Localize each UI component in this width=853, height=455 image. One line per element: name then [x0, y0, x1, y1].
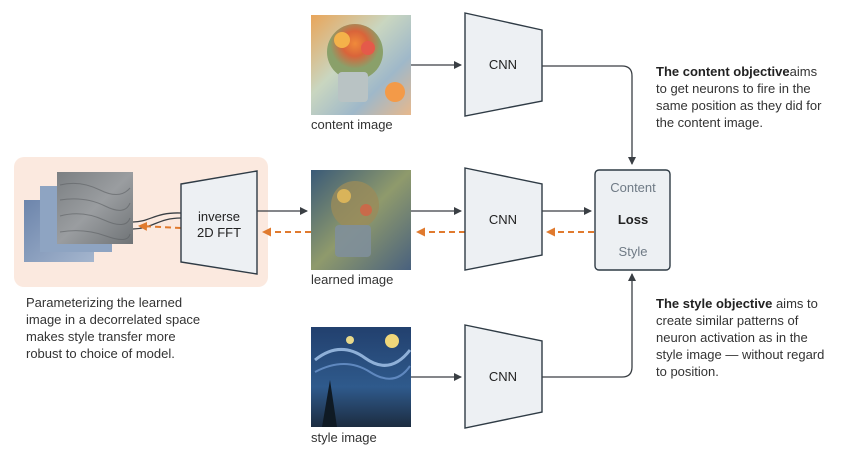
loss-style-label: Style — [618, 244, 648, 259]
param-note-line2: image in a decorrelated space — [26, 312, 201, 327]
cnn-box-bottom — [464, 324, 543, 429]
style-objective-note: The style objective aims to create simil… — [656, 295, 846, 380]
style-objective-line1-rest: aims to — [775, 296, 818, 311]
fft-backprop-arrow — [138, 221, 182, 231]
content-objective-bold: The content objective — [656, 64, 790, 79]
cnn-label-middle: CNN — [488, 212, 518, 227]
content-cnn-to-loss-arrow — [542, 65, 636, 165]
loss-label: Loss — [617, 212, 649, 227]
content-objective-note: The content objectiveaims to get neurons… — [656, 63, 846, 131]
fft-label-line2: 2D FFT — [196, 225, 242, 240]
cnn-label-bottom: CNN — [488, 369, 518, 384]
style-objective-line5: to position. — [656, 364, 719, 379]
learned-image-caption: learned image — [311, 272, 394, 287]
style-objective-bold: The style objective — [656, 296, 773, 311]
param-note-line1: Parameterizing the learned — [26, 295, 183, 310]
stack-connector-1 — [132, 212, 182, 223]
content-objective-line1-rest: aims — [789, 64, 818, 79]
cnn-label-top: CNN — [488, 57, 518, 72]
style-image — [311, 327, 412, 427]
frequency-image-stack — [24, 172, 133, 262]
learned-image — [311, 170, 411, 270]
style-cnn-to-loss-arrow — [542, 273, 636, 378]
fft-label-line1: inverse — [198, 209, 240, 224]
style-objective-line2: create similar patterns of — [656, 313, 799, 328]
content-objective-line2: to get neurons to fire in the — [656, 81, 811, 96]
content-image — [311, 15, 411, 115]
inverse-fft-box — [180, 170, 258, 275]
cnn-box-top — [464, 12, 543, 117]
content-image-caption: content image — [311, 117, 393, 132]
stack-connector-2 — [132, 217, 182, 230]
loss-box — [594, 169, 671, 271]
content-objective-line3: same position as they did for — [656, 98, 822, 113]
style-objective-line3: neuron activation as in the — [656, 330, 808, 345]
style-objective-line4: style image — without regard — [656, 347, 825, 362]
style-image-caption: style image — [311, 430, 377, 445]
parameterization-note: Parameterizing the learned image in a de… — [26, 294, 266, 362]
cnn-box-middle — [464, 167, 543, 271]
loss-content-label: Content — [610, 180, 656, 195]
content-objective-line4: the content image. — [656, 115, 763, 130]
param-note-line3: makes style transfer more — [26, 329, 176, 344]
param-note-line4: robust to choice of model. — [26, 346, 175, 361]
